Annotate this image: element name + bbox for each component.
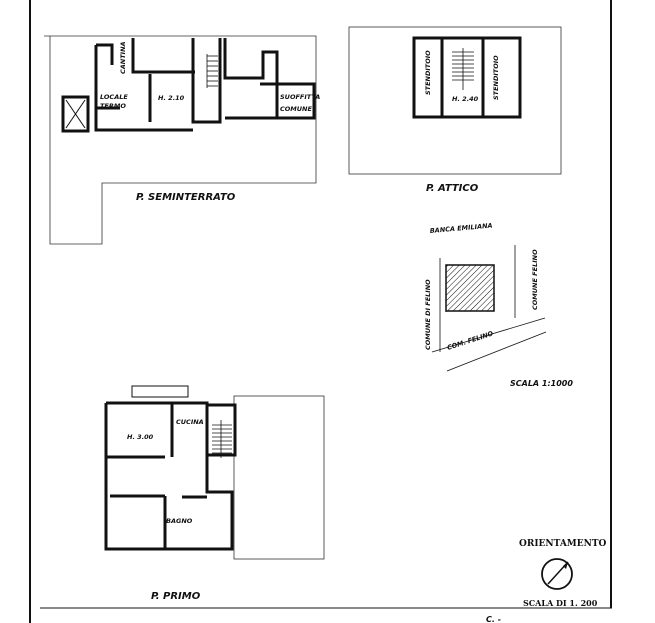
sheet-border [29, 0, 612, 623]
plan-attico: STENDITOIO STENDITOIO H. 2.40 P. ATTICO [348, 26, 562, 194]
map-scale-label: SCALA 1:1000 [510, 379, 573, 388]
room-stenditoio-left: STENDITOIO [424, 50, 432, 95]
room-soffitta-line2: COMUNE [280, 105, 312, 113]
orientation-title: ORIENTAMENTO [519, 539, 607, 549]
compass-icon [541, 558, 573, 590]
shaft-box [61, 95, 90, 133]
map-road-label: COM. FELINO [446, 329, 494, 352]
room-height-primo: H. 3.00 [127, 433, 154, 441]
drawing-scale: SCALA DI 1. 200 [523, 598, 598, 608]
plan-title-primo: P. PRIMO [151, 591, 201, 602]
map-comune-right: COMUNE FELINO [531, 249, 539, 310]
plan-seminterrato: CANTINA LOCALE TERMO H. 2.10 SUOFFITTA C… [44, 35, 320, 245]
plan-title-seminterrato: P. SEMINTERRATO [136, 192, 236, 203]
footer-mark: C. - [486, 615, 501, 623]
room-bagno: BAGNO [166, 517, 193, 525]
room-stenditoio-right: STENDITOIO [492, 55, 500, 100]
room-locale-line1: LOCALE [100, 93, 128, 101]
room-height-attico: H. 2.40 [452, 95, 479, 103]
room-soffitta-line1: SUOFFITTA [280, 93, 320, 101]
plan-title-attico: P. ATTICO [426, 183, 479, 194]
room-cucina: CUCINA [176, 418, 204, 426]
map-banca-label: BANCA EMILIANA [429, 222, 492, 235]
map-comune-left: COMUNE DI FELINO [424, 279, 432, 350]
plan-primo: H. 3.00 CUCINA BAGNO P. PRIMO [104, 385, 325, 602]
orientation-block: ORIENTAMENTO SCALA DI 1. 200 [519, 539, 607, 608]
site-map: BANCA EMILIANA COMUNE DI FELINO COMUNE F… [424, 222, 573, 388]
room-locale-line2: TERMO [100, 102, 126, 110]
room-cantina: CANTINA [119, 41, 127, 74]
room-height: H. 2.10 [158, 94, 185, 102]
